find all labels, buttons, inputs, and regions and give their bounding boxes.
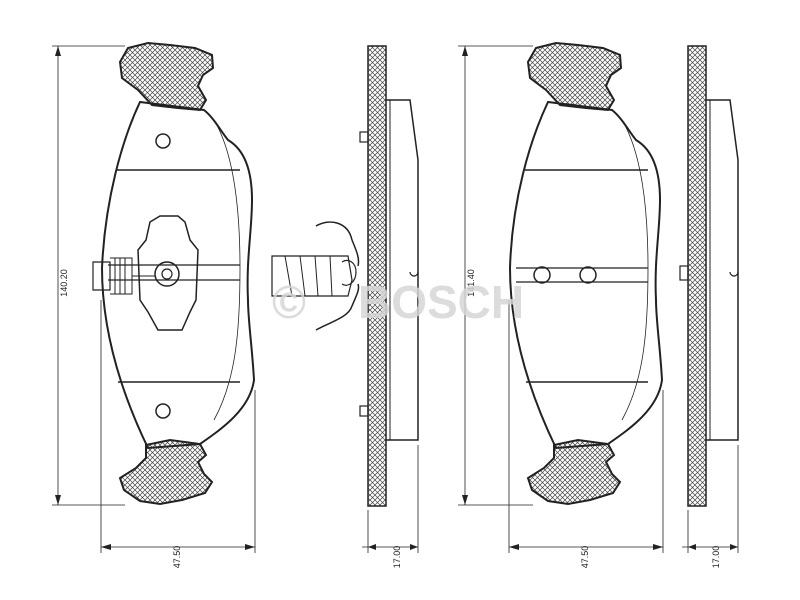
watermark-brand-text: BOSCH bbox=[358, 276, 524, 328]
left-side-tab-bottom bbox=[359, 405, 369, 417]
left-pad-side-view bbox=[271, 45, 419, 507]
left-pad-front-view bbox=[92, 41, 256, 506]
left-width-label: 47.50 bbox=[172, 546, 182, 569]
left-side-clip-ribs bbox=[284, 255, 333, 297]
right-pad-outline bbox=[508, 100, 664, 450]
left-pad-hole-top bbox=[155, 133, 171, 149]
left-pad-spring-clip bbox=[92, 215, 199, 331]
right-side-notch bbox=[729, 271, 739, 277]
right-pad-front-view bbox=[508, 41, 664, 506]
left-side-notch bbox=[409, 271, 419, 277]
left-side-clip-lobe bbox=[341, 259, 357, 286]
right-width-label: 47.50 bbox=[580, 546, 590, 569]
left-side-friction bbox=[386, 99, 419, 441]
left-side-clip-top-spring bbox=[315, 221, 360, 267]
left-pad-bottom-ear bbox=[118, 438, 214, 506]
right-width-dimension: 47.50 bbox=[508, 300, 664, 569]
left-thickness-dimension: 17.00 bbox=[362, 445, 419, 569]
left-height-dimension: 140.20 bbox=[52, 45, 125, 506]
right-thickness-dimension: 17.00 bbox=[682, 445, 739, 569]
right-height-label: 141.40 bbox=[466, 269, 476, 297]
left-pad-outline bbox=[100, 100, 256, 450]
watermark-copyright-symbol: © bbox=[272, 276, 306, 328]
left-width-dimension: 47.50 bbox=[100, 300, 256, 569]
left-side-clip-body bbox=[271, 255, 353, 297]
left-thickness-label: 17.00 bbox=[392, 546, 402, 569]
right-pad-hole-left bbox=[533, 266, 551, 284]
right-pad-inner-edge bbox=[621, 119, 649, 421]
bosch-watermark: © BOSCH bbox=[272, 276, 524, 328]
left-height-label: 140.20 bbox=[59, 269, 69, 297]
left-side-clip-bottom-spring bbox=[315, 283, 360, 331]
left-side-tab-top bbox=[359, 131, 369, 143]
right-side-friction bbox=[706, 99, 739, 441]
right-thickness-label: 17.00 bbox=[711, 546, 721, 569]
right-pad-top-ear bbox=[526, 41, 623, 112]
right-pad-side-view bbox=[679, 45, 739, 507]
left-side-backing-plate bbox=[367, 45, 387, 507]
left-pad-top-ear bbox=[118, 41, 215, 112]
right-pad-hole-right bbox=[579, 266, 597, 284]
right-side-tab bbox=[679, 265, 689, 281]
left-pad-hole-bottom bbox=[155, 403, 171, 419]
right-height-dimension: 141.40 bbox=[458, 45, 533, 506]
right-pad-bottom-ear bbox=[526, 438, 622, 506]
right-side-backing-plate bbox=[687, 45, 707, 507]
left-pad-inner-edge bbox=[213, 119, 241, 421]
